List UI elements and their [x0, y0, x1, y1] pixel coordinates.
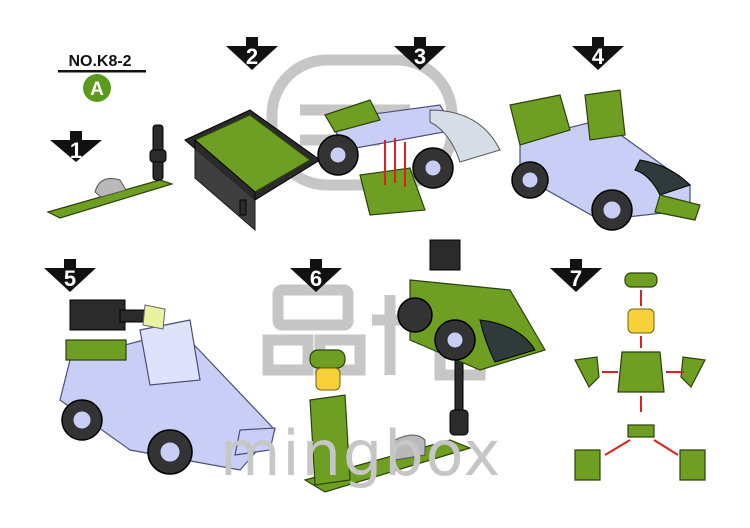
step-3-marker: 3 [394, 37, 446, 70]
watermark-text: mingbox [220, 417, 502, 490]
step-3-model [317, 99, 501, 216]
step-2-model [184, 109, 321, 232]
step-4-model [509, 89, 701, 231]
step-4-marker: 4 [572, 37, 624, 70]
step-2-marker: 2 [226, 37, 278, 70]
step-1-number: 1 [70, 138, 82, 163]
variant-badge [83, 74, 111, 102]
model-number: NO.K8-2 [68, 53, 131, 70]
step-4-number: 4 [592, 44, 605, 69]
step-1-model [46, 124, 174, 219]
step-6-number: 6 [310, 266, 322, 291]
step-6-marker: 6 [290, 259, 342, 292]
step-5-model [59, 299, 276, 475]
step-2-number: 2 [246, 44, 258, 69]
step-7-model [574, 272, 706, 481]
step-7-number: 7 [570, 266, 582, 291]
step-3-number: 3 [414, 44, 426, 69]
step-5-marker: 5 [44, 259, 96, 292]
model-underline [58, 70, 146, 73]
step-6-model [303, 239, 546, 493]
variant-badge-label: A [90, 79, 104, 100]
step-5-number: 5 [64, 266, 76, 291]
step-7-marker: 7 [550, 259, 602, 292]
step-1-marker: 1 [50, 131, 102, 163]
